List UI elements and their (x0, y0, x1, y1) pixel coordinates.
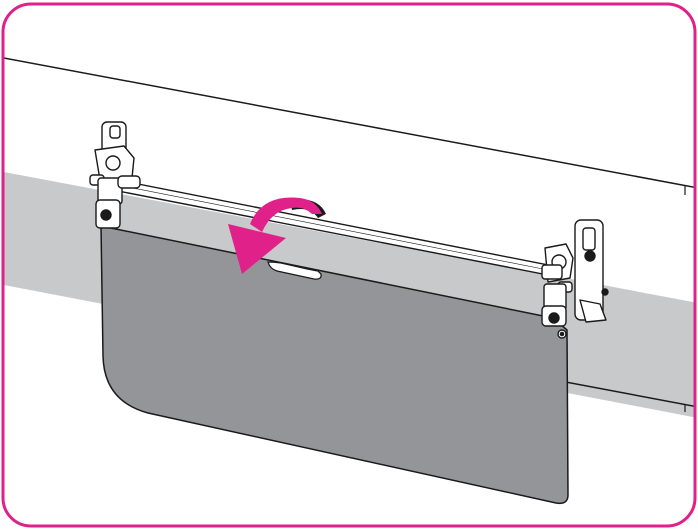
mattress-top-edge (4, 57, 694, 189)
curved-arrow-icon (228, 197, 326, 274)
bed-lower-edge (554, 379, 694, 408)
right-mounting-clamp-icon (541, 219, 609, 339)
fabric-panel (100, 225, 569, 505)
left-mounting-clamp-icon (89, 121, 141, 229)
panel-hand-slot (267, 261, 322, 280)
